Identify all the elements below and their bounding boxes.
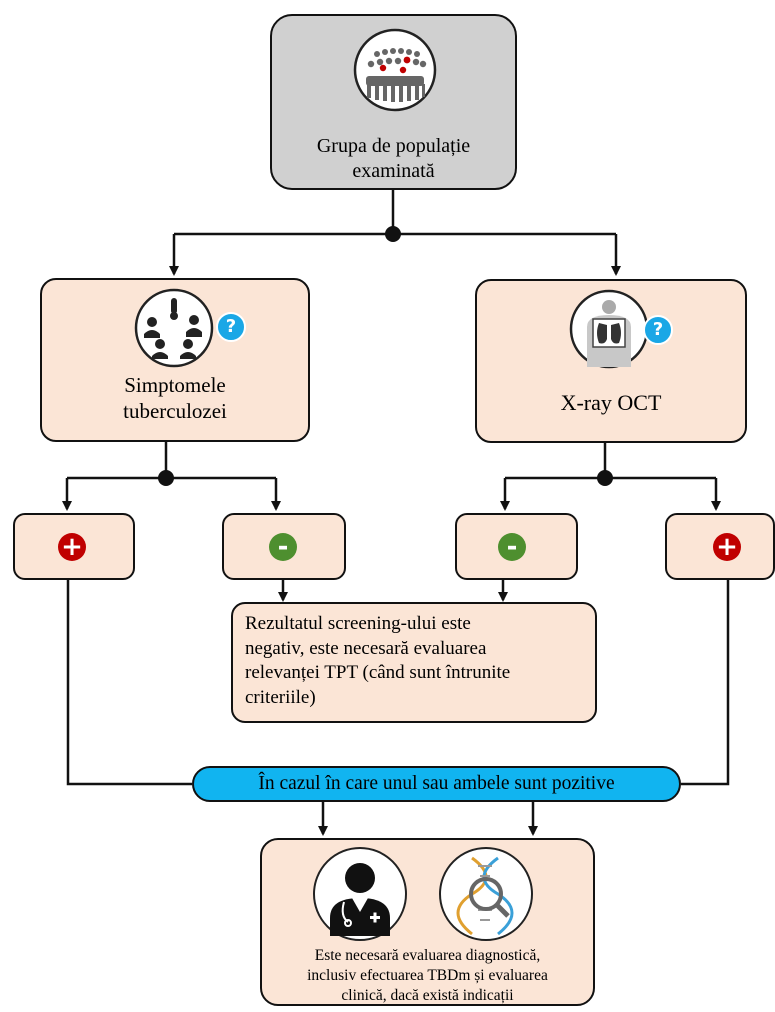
help-icon: ? [643,315,673,345]
xray-title: X-ray OCT [560,390,662,415]
negative-result-box: Rezultatul screening-ului este negativ, … [231,602,597,723]
help-icon: ? [216,312,246,342]
population-group-box: Grupa de populație examinată [270,14,517,190]
positive-condition-pill: În cazul în care unul sau ambele sunt po… [192,766,681,802]
diagnostic-evaluation-text: Este necesară evaluarea diagnostică, inc… [307,947,548,1005]
negative-result-text: Rezultatul screening-ului este negativ, … [245,613,511,709]
doctor-icon [313,847,407,941]
symptoms-negative-box: - [222,513,346,580]
xray-positive-box: + [665,513,775,580]
symptoms-positive-box: + [13,513,135,580]
dna-icon [439,847,533,941]
xray-icon [569,289,649,369]
symptoms-box: ? Simptomele tuberculozei [40,278,310,442]
diagnostic-evaluation-box: Este necesară evaluarea diagnostică, inc… [260,838,595,1006]
plus-icon: + [58,533,86,561]
minus-icon: - [498,533,526,561]
symptoms-icon [134,288,214,368]
minus-icon: - [269,533,297,561]
xray-negative-box: - [455,513,578,580]
population-title: Grupa de populație examinată [316,135,471,182]
symptoms-title: Simptomele tuberculozei [123,373,227,424]
xray-box: ? X-ray OCT [475,279,747,443]
plus-icon: + [713,533,741,561]
crowd-icon [353,28,437,112]
